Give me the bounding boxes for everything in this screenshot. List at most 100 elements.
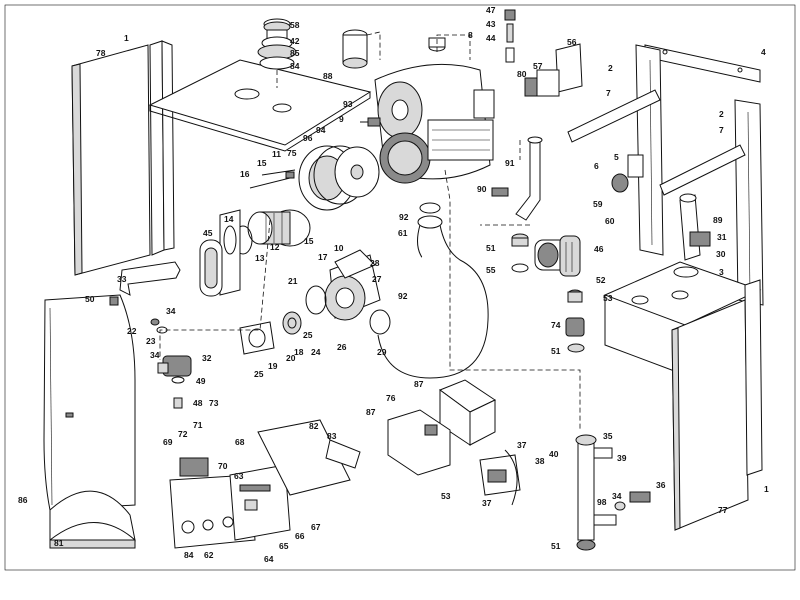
part-label-81: 81 — [54, 538, 64, 548]
top-cover-75 — [148, 59, 372, 152]
part-label-93: 93 — [343, 99, 353, 109]
frame-rail-right-1 — [744, 279, 763, 476]
pressure-switch-80 — [524, 69, 560, 97]
part-label-1a: 1 — [124, 33, 129, 43]
part-label-47: 47 — [486, 5, 496, 15]
part-label-45: 45 — [203, 228, 213, 238]
part-label-40: 40 — [549, 449, 559, 459]
part-label-58: 58 — [290, 20, 300, 30]
part-label-25b: 25 — [254, 369, 264, 379]
side-panel-right-77 — [671, 299, 749, 531]
part-label-25a: 25 — [303, 330, 313, 340]
part-label-91: 91 — [505, 158, 515, 168]
part-label-83: 83 — [327, 431, 337, 441]
return-manifold-35 — [575, 434, 617, 551]
crossbar-7b — [659, 144, 746, 196]
part-label-28: 28 — [370, 258, 380, 268]
part-label-38: 38 — [535, 456, 545, 466]
flue-adapter-stack — [257, 18, 297, 88]
part-label-6: 6 — [594, 161, 599, 171]
bracket-5 — [627, 154, 644, 178]
heat-exchanger-8 — [374, 37, 495, 184]
part-label-61: 61 — [398, 228, 408, 238]
part-label-15a: 15 — [257, 158, 267, 168]
part-label-57: 57 — [533, 61, 543, 71]
part-label-42: 42 — [290, 36, 300, 46]
part-label-34b: 34 — [150, 350, 160, 360]
part-label-20: 20 — [286, 353, 296, 363]
part-label-7a: 7 — [606, 88, 611, 98]
circulator-pump-46 — [534, 235, 581, 277]
part-label-60: 60 — [605, 216, 615, 226]
part-label-1b: 1 — [764, 484, 769, 494]
frame-rail-left-1 — [149, 40, 175, 256]
gas-valve-fittings — [239, 311, 302, 355]
part-label-19: 19 — [268, 361, 278, 371]
part-label-36: 36 — [656, 480, 666, 490]
rail-right-2b — [734, 99, 764, 306]
venturi-45 — [199, 239, 223, 297]
part-label-82: 82 — [309, 421, 319, 431]
part-label-33: 33 — [117, 274, 127, 284]
side-panel-left-78 — [71, 44, 151, 276]
part-label-88: 88 — [323, 71, 333, 81]
part-label-48: 48 — [193, 398, 203, 408]
flue-collar-88 — [342, 29, 368, 69]
crossbar-7a — [567, 89, 661, 143]
rail-right-2a — [635, 44, 664, 256]
part-label-34c: 34 — [612, 491, 622, 501]
part-label-35: 35 — [603, 431, 613, 441]
part-label-34a: 34 — [166, 306, 176, 316]
part-label-96: 96 — [303, 133, 313, 143]
part-label-43: 43 — [486, 19, 496, 29]
part-label-51c: 51 — [551, 541, 561, 551]
circuit-board-63 — [229, 464, 291, 541]
part-label-63: 63 — [234, 471, 244, 481]
air-intake-duct-61 — [369, 202, 489, 379]
part-label-69: 69 — [163, 437, 173, 447]
part-label-65: 65 — [279, 541, 289, 551]
part-label-8: 8 — [468, 30, 473, 40]
part-label-29: 29 — [377, 347, 387, 357]
fittings-36-98 — [614, 491, 651, 511]
diagram-frame — [4, 4, 796, 571]
part-label-12: 12 — [270, 242, 280, 252]
sensor-93 — [360, 117, 381, 127]
part-label-3: 3 — [719, 267, 724, 277]
part-label-98: 98 — [597, 497, 607, 507]
part-label-37a: 37 — [517, 440, 527, 450]
part-label-87b: 87 — [366, 407, 376, 417]
part-label-51a: 51 — [486, 243, 496, 253]
handle-33 — [119, 261, 181, 296]
part-label-66: 66 — [295, 531, 305, 541]
washer-55 — [511, 263, 529, 273]
flow-pipe-91 — [515, 136, 543, 221]
gas-valve-32 — [157, 355, 192, 377]
part-label-24: 24 — [311, 347, 321, 357]
part-label-70: 70 — [218, 461, 228, 471]
part-label-94: 94 — [316, 125, 326, 135]
part-label-22: 22 — [127, 326, 137, 336]
leader-8 — [436, 34, 471, 60]
bracket-37-53 — [479, 449, 521, 506]
sensor-90 — [491, 187, 509, 197]
part-label-89: 89 — [713, 215, 723, 225]
part-label-68: 68 — [235, 437, 245, 447]
part-label-84a: 84 — [290, 61, 300, 71]
part-label-53a: 53 — [603, 293, 613, 303]
part-label-67: 67 — [311, 522, 321, 532]
part-label-80: 80 — [517, 69, 527, 79]
part-label-31: 31 — [717, 232, 727, 242]
top-bracket-4 — [644, 44, 761, 83]
part-label-75: 75 — [287, 148, 297, 158]
part-label-72: 72 — [178, 429, 188, 439]
part-label-56: 56 — [567, 37, 577, 47]
bottom-trim-81 — [49, 490, 136, 549]
bracket-56 — [555, 43, 583, 93]
part-label-92b: 92 — [398, 291, 408, 301]
leader-88 — [366, 31, 381, 60]
part-label-64: 64 — [264, 554, 274, 564]
